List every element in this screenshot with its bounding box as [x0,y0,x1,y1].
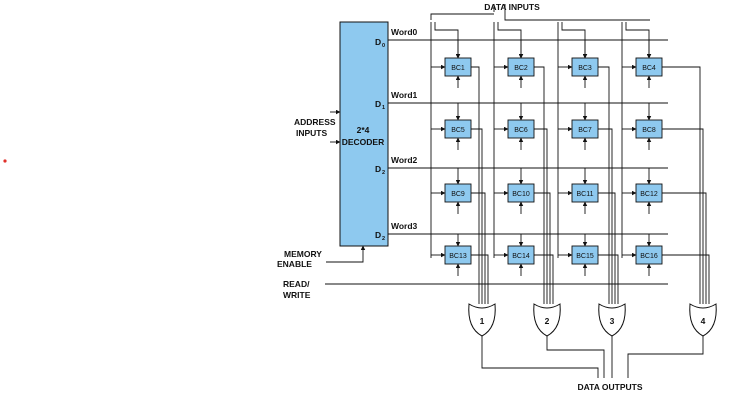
svg-text:2: 2 [382,170,385,176]
cell-output-BC16 [662,254,710,304]
or-gate-4 [689,303,717,337]
cell-output-BC9 [471,192,486,304]
word-label-2: Word2 [391,155,418,165]
cell-output-BC14 [534,254,554,304]
cell-output-BC2 [534,66,545,304]
memory-enable-label-line1: MEMORY [284,249,322,259]
decoder: 2*4 DECODER D 0 D 1 D 2 D 2 [339,21,389,247]
or-gate-label-1: 1 [480,316,485,326]
decoder-label-line2: DECODER [342,137,385,147]
svg-text:0: 0 [382,43,385,49]
or-gate-label-2: 2 [545,316,550,326]
word-label-0: Word0 [391,27,418,37]
memory-enable-label-line2: ENABLE [277,259,312,269]
or-gate-2 [533,303,561,337]
cell-label-BC15: BC15 [576,253,594,260]
cell-label-BC4: BC4 [642,65,656,72]
read-write-label-line2: WRITE [283,290,311,300]
cell-label-BC11: BC11 [577,191,594,198]
cell-output-BC10 [534,192,551,304]
cell-output-BC1 [471,66,480,304]
address-inputs-label-line1: ADDRESS [294,117,336,127]
cell-output-BC15 [598,254,619,304]
cell-output-BC6 [534,128,548,304]
data-inputs-label: DATA INPUTS [484,2,540,12]
cell-output-BC11 [598,192,616,304]
cell-output-BC12 [662,192,707,304]
word-label-1: Word1 [391,90,418,100]
cell-label-BC14: BC14 [512,253,530,260]
decoder-output-1-label: D 1 [375,99,385,111]
svg-text:D: D [375,230,381,240]
cell-output-BC8 [662,128,704,304]
cell-label-BC16: BC16 [640,253,658,260]
cell-output-BC13 [471,254,489,304]
data-input-bus-b [504,4,650,21]
address-inputs-label-line2: INPUTS [296,128,328,138]
cell-label-BC9: BC9 [451,191,465,198]
svg-text:D: D [375,37,381,47]
output-wire-1 [481,336,599,378]
cell-label-BC3: BC3 [578,65,592,72]
read-write-label-line1: READ/ [283,279,310,289]
or-gate-1 [468,303,496,337]
cell-label-BC1: BC1 [451,65,465,72]
cell-output-BC5 [471,128,483,304]
cell-label-BC13: BC13 [449,253,467,260]
cell-label-BC10: BC10 [512,191,530,198]
decoder-box [339,21,389,247]
cell-label-BC2: BC2 [514,65,528,72]
cell-label-BC8: BC8 [642,127,656,134]
cell-output-BC4 [662,66,701,304]
data-outputs-label: DATA OUTPUTS [577,382,642,392]
cell-label-BC12: BC12 [640,191,658,198]
svg-text:1: 1 [382,105,385,111]
svg-text:D: D [375,99,381,109]
cell-output-BC7 [598,128,613,304]
or-gate-label-3: 3 [610,316,615,326]
cell-label-BC7: BC7 [578,127,592,134]
decoder-label-line1: 2*4 [357,125,370,135]
word-label-3: Word3 [391,221,418,231]
cell-output-BC3 [598,66,610,304]
cell-label-BC6: BC6 [514,127,528,134]
memory-enable-wire [326,245,366,263]
red-dot [3,159,7,163]
data-input-bus-a [430,13,494,20]
cell-label-BC5: BC5 [451,127,465,134]
output-wire-4 [627,336,704,378]
decoder-output-0-label: D 0 [375,37,385,49]
output-wire-2 [546,336,605,378]
svg-text:D: D [375,164,381,174]
decoder-output-2-label: D 2 [375,164,385,176]
or-gate-3 [598,303,626,337]
svg-text:2: 2 [382,236,385,242]
decoder-output-3-label: D 2 [375,230,385,242]
or-gate-label-4: 4 [701,316,706,326]
